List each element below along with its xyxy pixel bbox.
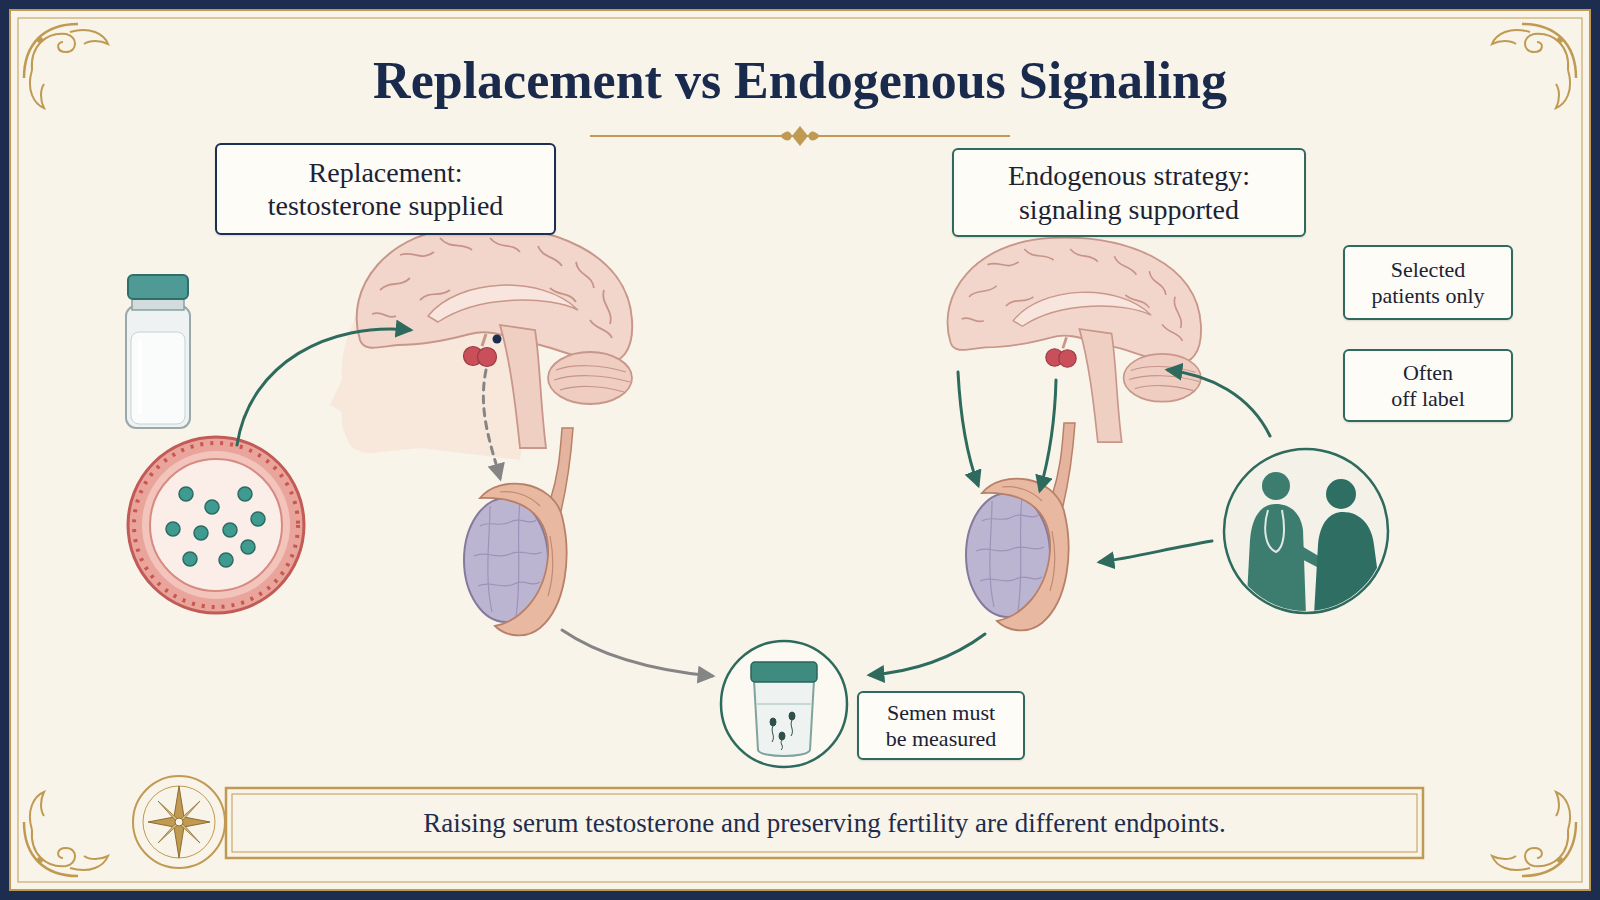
node-text: Replacement: testosterone supplied (247, 156, 524, 222)
right-testis-part (966, 423, 1075, 630)
blood-vessel-part-part (205, 500, 219, 514)
title-divider-part (780, 132, 820, 141)
clinician-patient-icon-part-part (1246, 504, 1306, 615)
blood-vessel-part (142, 451, 290, 599)
page-frame-part (1492, 792, 1576, 876)
caption-band-part (232, 794, 1417, 852)
semen-cup-part (757, 703, 811, 705)
semen-cup-part-part (789, 712, 795, 720)
blood-vessel-part-part (166, 522, 180, 536)
node-text: Selected patients only (1359, 257, 1497, 309)
blood-vessel-part-part (183, 552, 197, 566)
page-frame-part (1492, 24, 1576, 108)
right-brain (948, 238, 1202, 443)
replacement-box: Replacement: testosterone supplied (215, 143, 556, 235)
blood-vessel-part-part (241, 540, 255, 554)
right-testis (966, 423, 1075, 630)
blood-vessel-part (134, 443, 298, 607)
clinician-patient-icon-part-part (1314, 512, 1396, 615)
caption-band-part (226, 788, 1423, 858)
page-frame-part (24, 24, 108, 108)
page-frame-part (10, 10, 1590, 890)
blood-vessel-part-part (179, 487, 193, 501)
compass-rose (133, 776, 225, 868)
left-brain-part (357, 226, 633, 448)
vial-icon-part (128, 275, 188, 299)
flow-arrows-part (483, 370, 500, 478)
caption-band (226, 788, 1423, 858)
blood-vessel-part (150, 459, 282, 591)
note-box: Semen must be measured (857, 691, 1025, 760)
clinician-patient-icon-part-part (1262, 472, 1290, 500)
endogenous-box: Endogenous strategy: signaling supported (952, 148, 1306, 237)
flow-arrows-part (870, 634, 985, 675)
vial-icon-part (131, 332, 185, 424)
blood-vessel-part-part (219, 553, 233, 567)
clinician-patient-icon (1224, 449, 1396, 615)
clinician-patient-icon-part-part (1326, 479, 1356, 509)
blood-vessel-part-part (194, 526, 208, 540)
title-divider-part (792, 126, 808, 146)
title-text: Replacement vs Endogenous Signaling (373, 52, 1227, 109)
note-box: Often off label (1343, 349, 1513, 422)
left-testis-part (464, 428, 573, 635)
flow-arrows-part (1040, 380, 1056, 490)
blood-vessel-part-part (251, 512, 265, 526)
compass-rose-part (175, 818, 183, 826)
semen-cup (721, 641, 847, 767)
semen-cup-part (770, 712, 795, 750)
semen-cup-part-part (772, 726, 773, 742)
diagram-caption: Raising serum testosterone and preservin… (226, 788, 1423, 858)
node-text: Endogenous strategy: signaling supported (984, 159, 1274, 225)
semen-cup-part-part (781, 740, 782, 750)
vial-icon-part (126, 306, 190, 428)
node-text: Semen must be measured (881, 700, 1001, 752)
clinician-patient-icon-part-part (1265, 510, 1284, 552)
diagram-title: Replacement vs Endogenous Signaling (0, 50, 1600, 112)
flow-arrows-part (958, 372, 978, 485)
right-brain-part (948, 238, 1202, 443)
flow-arrows-part (1100, 541, 1212, 562)
compass-rose-part (158, 801, 200, 843)
blood-vessel-part (166, 487, 265, 567)
blood-vessel-part-part (238, 487, 252, 501)
note-box: Selected patients only (1343, 245, 1513, 320)
compass-rose-part (143, 786, 215, 858)
left-brain-part (493, 335, 502, 344)
vial-icon (126, 275, 190, 428)
page-frame-part (18, 18, 1582, 882)
clinician-patient-icon-part (1246, 472, 1396, 615)
semen-cup-part (721, 641, 847, 767)
clinician-patient-icon-part-part (1284, 538, 1322, 567)
caption-text: Raising serum testosterone and preservin… (423, 808, 1226, 839)
flow-arrows-part (1168, 370, 1270, 436)
compass-rose-part (158, 801, 200, 843)
semen-cup-part (754, 680, 814, 756)
semen-cup-part-part (779, 732, 785, 740)
semen-cup-part-part (770, 718, 776, 726)
compass-rose-part (148, 786, 210, 858)
flow-arrows (237, 329, 1270, 676)
left-testis (464, 428, 573, 635)
flow-arrows-part (562, 630, 712, 676)
blood-vessel (128, 437, 304, 613)
blood-vessel-part (128, 437, 304, 613)
flow-arrows-part (237, 329, 410, 445)
node-text: Often off label (1390, 360, 1466, 412)
blood-vessel-part-part (223, 523, 237, 537)
left-brain (357, 226, 633, 448)
title-divider (590, 126, 1010, 146)
compass-rose-part (133, 776, 225, 868)
semen-cup-part-part (791, 720, 792, 736)
page-frame-part (24, 792, 108, 876)
vial-icon-part (138, 340, 142, 414)
semen-cup-part (751, 662, 817, 682)
